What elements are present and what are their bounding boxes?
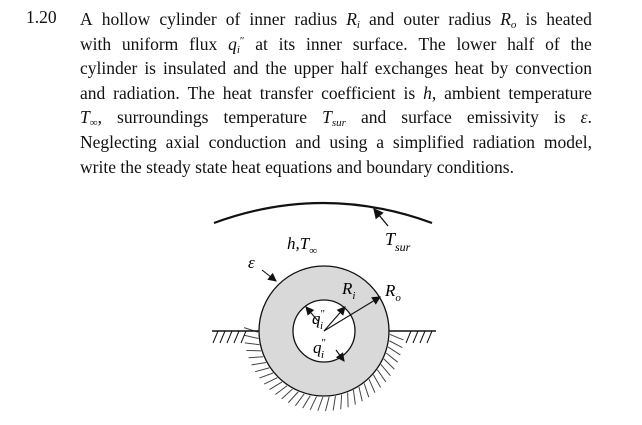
hatch-line xyxy=(332,395,336,411)
ground-ticks xyxy=(212,330,433,344)
hatch-line xyxy=(302,395,311,409)
symbol-qi: qi″ xyxy=(228,33,245,56)
q-lower-arrow xyxy=(335,349,345,362)
label-epsilon: ε xyxy=(248,253,255,272)
q-upper-arrow xyxy=(305,306,319,322)
hatch-line xyxy=(387,346,401,356)
hatch-line xyxy=(380,364,391,376)
symbol-Tsur: Tsur xyxy=(322,107,346,130)
hatch-line xyxy=(324,396,330,412)
hatch-line xyxy=(259,372,274,379)
hatch-line xyxy=(363,383,370,398)
label-tsur: Tsur xyxy=(385,229,411,254)
hatch-line xyxy=(383,358,395,370)
tsur-arrow xyxy=(373,207,389,227)
label-q-upper: q"i xyxy=(312,308,325,332)
hatch-line xyxy=(389,333,404,341)
hatch-line xyxy=(352,390,356,405)
text-line-7: write the steady state heat equations an… xyxy=(80,156,514,177)
epsilon-arrow xyxy=(261,269,277,282)
label-q-lower: q"i xyxy=(313,337,326,361)
hatch-line xyxy=(340,394,343,410)
hatch-line xyxy=(389,340,403,348)
symbol-Ri: Ri xyxy=(346,9,360,31)
label-h-tinf: h,T∞ xyxy=(287,234,317,257)
surroundings-arc xyxy=(213,201,433,225)
hatch-line xyxy=(281,388,293,400)
label-ri: Ri xyxy=(341,279,355,302)
hatch-line xyxy=(358,386,363,402)
hatch-line xyxy=(251,361,267,366)
hatch-line xyxy=(254,367,270,373)
hatch-line xyxy=(269,381,283,390)
hatch-line xyxy=(309,396,317,411)
hatch-line xyxy=(317,396,324,411)
insulation-hatch xyxy=(243,327,404,412)
symbol-Tinf: T∞, xyxy=(80,107,102,130)
hatch-line xyxy=(376,369,387,383)
hatch-line xyxy=(372,374,382,388)
hatch-line xyxy=(244,334,259,339)
ro-arrow xyxy=(323,296,381,332)
hatch-line xyxy=(368,379,376,393)
hatch-line xyxy=(263,377,278,385)
symbol-Ro: Ro xyxy=(500,9,517,31)
hatch-line xyxy=(248,356,264,359)
symbol-eps: ε. xyxy=(580,107,592,128)
symbol-h: h, xyxy=(423,82,437,103)
hatch-line xyxy=(275,385,288,395)
hatch-line xyxy=(295,393,305,407)
problem-number: 1.20 xyxy=(26,7,57,27)
ri-arrow xyxy=(323,306,346,332)
hatch-line xyxy=(288,391,299,403)
hatch-line xyxy=(244,342,260,346)
hatch-line xyxy=(385,352,398,363)
label-ro: Ro xyxy=(384,281,401,304)
